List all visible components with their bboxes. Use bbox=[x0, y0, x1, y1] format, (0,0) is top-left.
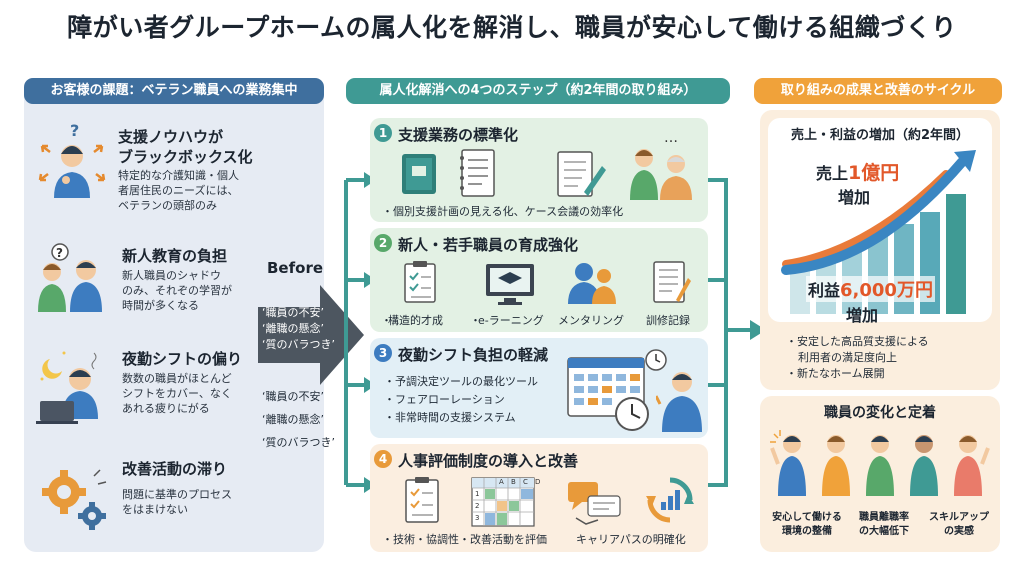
feedback-chat-icon bbox=[568, 482, 621, 525]
evaluation-clipboard-icon bbox=[405, 477, 439, 523]
calendar-clock-icon bbox=[567, 349, 667, 431]
issue-training-desc-3: 時間が多くなる bbox=[122, 299, 199, 312]
before-note-line-2: ‘離職の懸念’ bbox=[262, 413, 324, 426]
issue-training-title: 新人教育の負担 bbox=[122, 247, 228, 265]
chart-title: 売上・利益の増加（約2年間） bbox=[790, 128, 970, 143]
grid-head-c: C bbox=[523, 478, 528, 486]
sales-increase: 増加 bbox=[838, 188, 871, 207]
step-4-bullet-2: キャリアパスの明確化 bbox=[576, 533, 686, 546]
step-2-dot-2: ・ bbox=[470, 314, 481, 327]
grid-row-2: 2 bbox=[475, 502, 480, 510]
career-cycle-icon bbox=[646, 477, 694, 523]
steps-header: 属人化解消への4つのステップ（約2年間の取り組み） bbox=[346, 78, 730, 104]
staff-caption-2-line-1: 職員離職率 bbox=[859, 512, 909, 523]
staff-caption-2-line-2: の大幅低下 bbox=[859, 526, 909, 537]
step-4-number: 4 bbox=[374, 450, 392, 468]
grid-head-d: D bbox=[535, 478, 541, 486]
step-4-bullet-1: ・技術・協調性・改善活動を評価 bbox=[382, 533, 547, 546]
profit-number: 6,000万円 bbox=[840, 280, 933, 301]
profit-increase: 増加 bbox=[846, 306, 879, 325]
step-2-dot-1: ・ bbox=[381, 314, 392, 327]
issue-blackbox-desc-3: ベテランの頭部のみ bbox=[118, 199, 217, 212]
trainee-mentor-icon: ? bbox=[38, 243, 102, 312]
step-2-item-record: 訓修記録 bbox=[646, 314, 690, 327]
issue-improvement-title: 改善活動の滞り bbox=[122, 460, 228, 478]
step-2-item-mentoring: メンタリング bbox=[558, 314, 624, 327]
checklist-icon bbox=[404, 261, 436, 303]
before-label: Before bbox=[267, 259, 324, 277]
document-pen-icon bbox=[557, 151, 606, 197]
step-2-number: 2 bbox=[374, 234, 392, 252]
mentoring-people-icon bbox=[568, 263, 616, 304]
step-3-bullet-2: ・フェアローレーション bbox=[384, 393, 505, 406]
staff-caption-3-line-1: スキルアップ bbox=[929, 512, 989, 523]
grid-head-b: B bbox=[511, 478, 516, 486]
manual-book-icon bbox=[402, 154, 436, 194]
issue-blackbox-title-2: ブラックボックス化 bbox=[118, 148, 253, 166]
issue-training-desc-1: 新人職員のシャドウ bbox=[122, 269, 221, 282]
result-bullet-1: ・安定した高品質支援による bbox=[786, 335, 929, 348]
step-2-item-structured: 構造的才成 bbox=[388, 314, 443, 327]
issue-blackbox-title-1: 支援ノウハウが bbox=[118, 128, 224, 146]
before-arrow-line-1: ‘職員の不安’ bbox=[262, 306, 324, 319]
issue-blackbox-desc-1: 特定的な介護知識・個人 bbox=[118, 169, 239, 182]
issues-header: お客様の課題：ベテラン職員への業務集中 bbox=[24, 78, 324, 104]
issue-nightshift-desc-1: 数数の職員がほとんど bbox=[122, 372, 232, 385]
result-bullet-3: ・新たなホーム展開 bbox=[786, 367, 885, 380]
result-bullet-2: 利用者の満足度向上 bbox=[798, 351, 897, 364]
step-3-number: 3 bbox=[374, 344, 392, 362]
svg-text:?: ? bbox=[70, 122, 79, 140]
issue-training-desc-2: のみ、それぞの学習が bbox=[122, 284, 232, 297]
profit-prefix: 利益 bbox=[808, 281, 841, 300]
profit-label: 利益6,000万円 bbox=[806, 276, 935, 302]
before-arrow-line-3: ‘質のバラつき’ bbox=[262, 338, 335, 351]
issue-improvement-desc-2: をはまけない bbox=[122, 503, 188, 516]
evaluation-grid-icon bbox=[471, 477, 535, 527]
step-2-item-elearning: e-ラーニング bbox=[478, 314, 544, 327]
stalled-gears-icon bbox=[42, 469, 107, 530]
step-1-number: 1 bbox=[374, 124, 392, 142]
issue-improvement-desc-1: 問題に基準のプロセス bbox=[122, 488, 232, 501]
happy-staff-group bbox=[770, 430, 990, 496]
step-2-title: 新人・若手職員の育成強化 bbox=[398, 236, 579, 254]
grid-head-a: A bbox=[499, 478, 504, 486]
training-record-icon bbox=[653, 261, 691, 303]
svg-text:?: ? bbox=[56, 246, 63, 260]
issue-blackbox-desc-2: 者居住民のニーズには、 bbox=[118, 184, 239, 197]
issue-nightshift-desc-2: シフトをカバー、なく bbox=[122, 387, 232, 400]
results-header: 取り組みの成果と改善のサイクル bbox=[754, 78, 1002, 104]
step-1-ellipsis: … bbox=[664, 130, 678, 146]
grid-row-1: 1 bbox=[475, 490, 480, 498]
sales-label: 売上1億円 bbox=[816, 158, 899, 185]
step-3-title: 夜勤シフト負担の軽減 bbox=[398, 346, 549, 364]
before-note-line-3: ‘質のバラつき’ bbox=[262, 436, 335, 449]
sales-prefix: 売上 bbox=[816, 164, 849, 183]
night-shift-worker-icon bbox=[36, 351, 98, 424]
before-arrow-line-2: ‘離職の懸念’ bbox=[262, 322, 324, 335]
notebook-icon bbox=[460, 149, 495, 197]
staff-caption-1-line-1: 安心して働ける bbox=[772, 512, 842, 523]
staff-caption-3-line-2: の実感 bbox=[944, 526, 974, 537]
before-note-line-1: ‘職員の不安’ bbox=[262, 390, 324, 403]
caregiver-elderly-icon bbox=[630, 149, 692, 200]
step-1-title: 支援業務の標準化 bbox=[398, 126, 519, 144]
relieved-worker-icon bbox=[656, 372, 702, 432]
step-3-bullet-3: ・非常時間の支援システム bbox=[384, 411, 516, 424]
issue-nightshift-desc-3: あれる疲りにがる bbox=[122, 402, 210, 415]
staff-title: 職員の変化と定着 bbox=[824, 405, 936, 421]
issue-nightshift-title: 夜勤シフトの偏り bbox=[122, 350, 243, 368]
blackbox-worker-icon: ? bbox=[38, 122, 106, 198]
step-3-bullet-1: ・予調決定ツールの最化ツール bbox=[384, 375, 538, 388]
step-1-bullet: ・個別支援計画の見える化、ケース会議の効率化 bbox=[382, 205, 624, 218]
page-title: 障がい者グループホームの属人化を解消し、職員が安心して働ける組織づくり bbox=[67, 13, 957, 42]
step-4-title: 人事評価制度の導入と改善 bbox=[398, 452, 579, 470]
staff-caption-1-line-2: 環境の整備 bbox=[782, 526, 832, 537]
sales-number: 1億円 bbox=[848, 162, 900, 184]
elearning-monitor-icon bbox=[486, 264, 534, 305]
grid-row-3: 3 bbox=[475, 514, 480, 522]
before-arrow-shape bbox=[258, 285, 364, 385]
